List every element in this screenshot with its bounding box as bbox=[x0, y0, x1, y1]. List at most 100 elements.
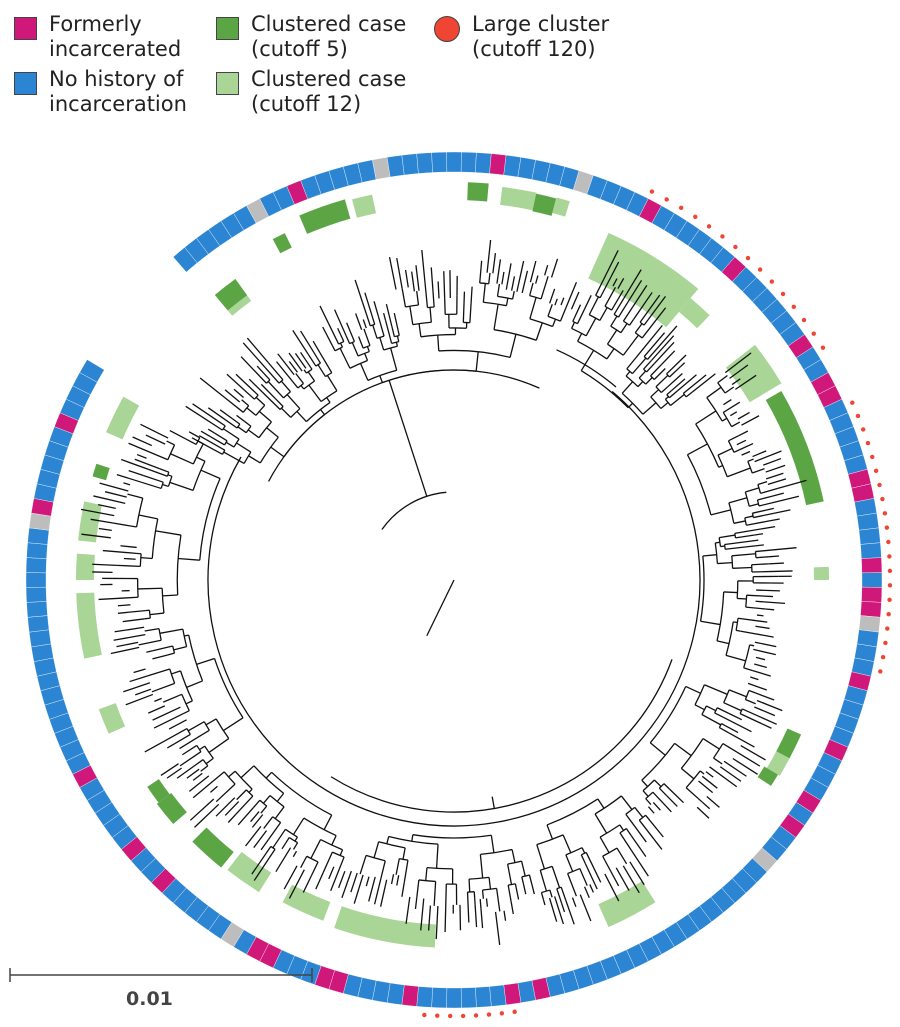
status-tile-68 bbox=[858, 615, 881, 633]
branch-91 bbox=[277, 353, 295, 376]
branch-373 bbox=[728, 434, 740, 442]
branch-395 bbox=[765, 472, 784, 480]
branch-784 bbox=[179, 737, 198, 750]
branch-85 bbox=[300, 385, 305, 390]
branch-584 bbox=[536, 834, 564, 846]
branch-718 bbox=[275, 847, 292, 873]
branch-695 bbox=[320, 839, 343, 851]
branch-747 bbox=[235, 795, 254, 815]
branch-337 bbox=[677, 374, 697, 392]
large-cluster-dot-36 bbox=[499, 1011, 505, 1016]
branch-343 bbox=[207, 391, 701, 827]
branch-78 bbox=[267, 361, 284, 381]
branch-632 bbox=[507, 885, 512, 902]
branch-506 bbox=[716, 707, 729, 714]
branch-861 bbox=[112, 522, 137, 528]
branch-396 bbox=[767, 478, 787, 486]
status-tile-157 bbox=[26, 542, 48, 559]
branch-392 bbox=[757, 484, 762, 494]
branch-663 bbox=[433, 881, 437, 906]
branch-577 bbox=[616, 847, 628, 865]
branch-638 bbox=[482, 887, 497, 891]
large-cluster-dot-18 bbox=[865, 440, 871, 446]
branch-837 bbox=[144, 617, 151, 620]
branch-485 bbox=[694, 684, 705, 706]
branch-669 bbox=[405, 896, 411, 924]
branch-475 bbox=[754, 641, 777, 648]
branch-696 bbox=[339, 849, 344, 856]
branch-296 bbox=[626, 368, 633, 375]
branch-683 bbox=[373, 878, 382, 905]
branch-40 bbox=[207, 407, 227, 421]
branch-137 bbox=[357, 336, 363, 345]
branch-189 bbox=[437, 281, 440, 299]
status-tile-66 bbox=[861, 586, 883, 603]
branch-894 bbox=[136, 453, 147, 459]
branch-440 bbox=[751, 563, 769, 566]
branch-755 bbox=[194, 803, 220, 828]
status-tile-61 bbox=[856, 512, 880, 531]
incarceration-status-ring bbox=[25, 151, 883, 1009]
cluster-block-22 bbox=[156, 793, 187, 825]
branch-470 bbox=[755, 625, 770, 630]
branch-627 bbox=[521, 876, 524, 884]
branch-151 bbox=[373, 301, 380, 317]
branch-525 bbox=[736, 751, 761, 767]
branch-350 bbox=[718, 464, 723, 468]
branch-595 bbox=[567, 867, 581, 875]
branch-489 bbox=[728, 689, 747, 698]
branch-603 bbox=[551, 866, 561, 888]
large-cluster-dot-13 bbox=[811, 331, 816, 336]
branch-268 bbox=[610, 325, 622, 334]
status-tile-111 bbox=[431, 987, 448, 1009]
branch-860 bbox=[135, 497, 144, 528]
branch-172 bbox=[416, 290, 420, 306]
branch-212 bbox=[511, 291, 515, 300]
branch-684 bbox=[368, 876, 376, 902]
status-tile-67 bbox=[860, 601, 882, 618]
branch-366 bbox=[729, 411, 738, 417]
branch-856 bbox=[92, 563, 117, 566]
branch-86 bbox=[307, 371, 316, 382]
large-cluster-dot-33 bbox=[880, 655, 886, 660]
large-cluster-dot-15 bbox=[850, 400, 855, 405]
branch-474 bbox=[743, 667, 753, 672]
branch-391 bbox=[749, 503, 759, 507]
cluster-block-13 bbox=[813, 566, 829, 580]
branch-234 bbox=[560, 297, 565, 306]
branch-713 bbox=[272, 828, 286, 849]
branch-629 bbox=[522, 883, 527, 895]
branch-160 bbox=[393, 312, 399, 332]
branch-449 bbox=[737, 597, 747, 600]
branch-213 bbox=[496, 259, 502, 284]
branch-197 bbox=[470, 286, 473, 303]
legend-label-cutoff-12: Clustered case (cutoff 12) bbox=[251, 67, 407, 116]
branch-810 bbox=[129, 675, 148, 683]
branch-809 bbox=[123, 682, 151, 693]
branch-822 bbox=[144, 627, 160, 632]
branch-617 bbox=[490, 835, 495, 853]
branch-433 bbox=[732, 566, 752, 569]
large-cluster-dot-9 bbox=[769, 279, 775, 284]
cluster-block-2 bbox=[272, 233, 292, 254]
branch-204 bbox=[479, 282, 489, 285]
branch-116 bbox=[364, 353, 369, 361]
branch-406 bbox=[751, 513, 755, 518]
branch-820 bbox=[158, 628, 162, 641]
branch-359 bbox=[731, 378, 741, 386]
branch-520 bbox=[680, 767, 695, 780]
cluster-block-12 bbox=[765, 391, 824, 506]
cluster-block-18 bbox=[334, 906, 436, 948]
branch-410 bbox=[773, 509, 791, 514]
branch-304 bbox=[656, 325, 678, 350]
branch-608 bbox=[565, 900, 575, 925]
branch-850 bbox=[151, 518, 159, 559]
branch-173 bbox=[388, 256, 397, 290]
branch-335 bbox=[668, 390, 678, 399]
branch-303 bbox=[658, 332, 666, 340]
branch-208 bbox=[486, 239, 492, 273]
branch-891 bbox=[167, 444, 176, 461]
branch-216 bbox=[510, 276, 516, 291]
branch-640 bbox=[481, 889, 485, 899]
branch-815 bbox=[172, 645, 176, 654]
